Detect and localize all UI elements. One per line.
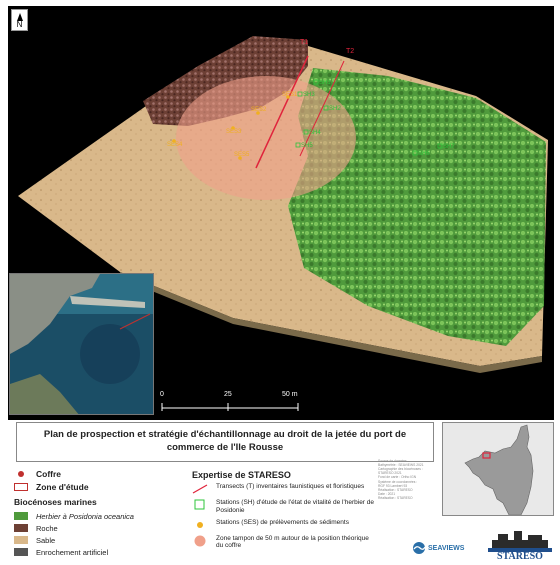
transect-label-t1: T1 [300, 39, 308, 46]
transect-line-1 [255, 55, 309, 169]
legend-biocenoses: Coffre Zone d'étude Biocénoses marines H… [14, 467, 189, 558]
legend-item-herbier: Herbier à Posidonia oceanica [14, 510, 189, 522]
seaviews-logo: SEAVIEWS [412, 541, 464, 555]
legend-item-transects: Transects (T) inventaires faunistiques e… [192, 483, 374, 495]
station-ses-label: SES5 [234, 152, 250, 158]
station-ses-label: SES3 [226, 129, 242, 135]
credits-block: Source de données Bathymétrie : SEAVIEWS… [378, 459, 438, 525]
buffer-zone [176, 76, 356, 200]
stareso-building-icon [488, 531, 552, 552]
station-sh-label: SH4 [309, 130, 321, 136]
credit-line: Cartographie des biocénoses : [378, 467, 423, 472]
credit-line: Réalisation : STARESO [378, 495, 413, 500]
credit-line: Fond de carte : Ortho IGN [378, 475, 417, 480]
north-arrow-icon: N [11, 9, 28, 31]
legend-label-sable: Sable [36, 535, 56, 545]
station-sh-label: SH5 [301, 143, 313, 149]
station-sh-marker [297, 91, 303, 97]
legend-label-buffer: Zone tampon de 50 m autour de la positio… [216, 534, 369, 550]
legend-label-stations-ses: Stations (SES) de prélèvements de sédime… [216, 518, 349, 526]
station-ses-marker [238, 156, 242, 160]
seaviews-logo-text: SEAVIEWS [428, 544, 465, 552]
map-title-box: Plan de prospection et stratégie d'échan… [16, 422, 434, 462]
stareso-logo: STARESO [488, 528, 552, 564]
sable-swatch [14, 536, 28, 544]
legend-label-enrochement: Enrochement artificiel [36, 547, 109, 557]
credit-line: Réalisation : STARESO [378, 487, 413, 492]
scale-tick-25: 25 [224, 391, 232, 398]
station-sh-label: SH2 [329, 106, 341, 112]
station-sh-icon [192, 499, 208, 511]
legend-item-sable: Sable [14, 534, 189, 546]
legend-label-herbier: Herbier à Posidonia oceanica [36, 511, 134, 521]
station-sh-label: SH6 [418, 151, 430, 157]
legend-item-zone-etude: Zone d'étude [14, 480, 189, 493]
credit-line: RGF 93 Lambert 93 [378, 483, 408, 488]
legend-heading-expertise: Expertise de STARESO [192, 470, 291, 480]
legend-item-stations-ses: Stations (SES) de prélèvements de sédime… [192, 519, 374, 531]
credit-line: Bathymétrie : SEAVIEWS 2021 [378, 463, 424, 468]
study-area-marker [482, 452, 491, 459]
legend-expertise: Expertise de STARESO Transects (T) inven… [192, 470, 374, 554]
transect-label-t2: T2 [346, 48, 354, 55]
station-ses-icon [192, 519, 208, 531]
coffre-marker-icon [18, 470, 24, 477]
station-sh-label: SH1 [319, 80, 331, 86]
corsica-locator-map [442, 422, 554, 516]
station-sh-label: SH7 [443, 144, 455, 150]
zone-etude-icon [14, 482, 28, 491]
station-ses-label: SES4 [167, 142, 183, 148]
aerial-photo-inset [9, 273, 154, 415]
roche-swatch [14, 524, 28, 532]
station-sh-marker [295, 142, 301, 148]
station-ses-marker [172, 139, 176, 143]
credit-line: Système de coordonnées : [378, 479, 418, 484]
credit-line: STARESO 2021 [378, 471, 402, 476]
transect-line-icon [192, 483, 208, 495]
station-ses-label: SES1 [282, 92, 298, 98]
legend-label-stations-sh: Stations (SH) d'étude de l'état de vital… [216, 499, 375, 514]
herbier-swatch [14, 512, 28, 520]
buffer-zone-icon [192, 535, 208, 547]
bathymetry-3d-map: T1 T2 SES5 SES2 SES3 SES4 SES1 SH1 SH2 S… [18, 36, 548, 373]
seaviews-wave-icon [413, 542, 426, 554]
station-sh-marker [437, 143, 443, 149]
station-sh-label: SH3 [303, 92, 315, 98]
enrochement-swatch [14, 548, 28, 556]
legend-item-buffer: Zone tampon de 50 m autour de la positio… [192, 535, 374, 551]
legend-label-roche: Roche [36, 523, 58, 533]
station-sh-marker [313, 79, 319, 85]
station-ses-label: SES2 [251, 107, 267, 113]
legend-label-zone-etude: Zone d'étude [36, 481, 89, 492]
map-panel: T1 T2 SES5 SES2 SES3 SES4 SES1 SH1 SH2 S… [8, 6, 554, 420]
legend-item-coffre: Coffre [14, 467, 189, 480]
station-ses-marker [231, 126, 235, 130]
legend-item-enrochement: Enrochement artificiel [14, 546, 189, 558]
station-sh-marker [412, 150, 418, 156]
station-sh-marker [323, 105, 329, 111]
legend-item-roche: Roche [14, 522, 189, 534]
north-label: N [16, 20, 23, 29]
scale-tick-0: 0 [160, 391, 164, 398]
legend-heading-biocenoses: Biocénoses marines [14, 497, 97, 507]
transect-line-2 [299, 60, 345, 157]
map-title: Plan de prospection et stratégie d'échan… [43, 429, 407, 453]
scale-bar: 0 25 50 m [158, 391, 308, 420]
station-ses-marker [256, 111, 260, 115]
station-ses-marker [286, 95, 290, 99]
legend-label-coffre: Coffre [36, 468, 62, 479]
credit-line: Source de données [378, 459, 407, 463]
credit-line: Date : 2021 [378, 491, 396, 496]
station-sh-marker [303, 129, 309, 135]
legend-item-stations-sh: Stations (SH) d'étude de l'état de vital… [192, 499, 374, 515]
legend-label-transects: Transects (T) inventaires faunistiques e… [216, 483, 365, 490]
stareso-logo-text: STARESO [497, 551, 543, 562]
scale-tick-50: 50 m [282, 391, 298, 398]
